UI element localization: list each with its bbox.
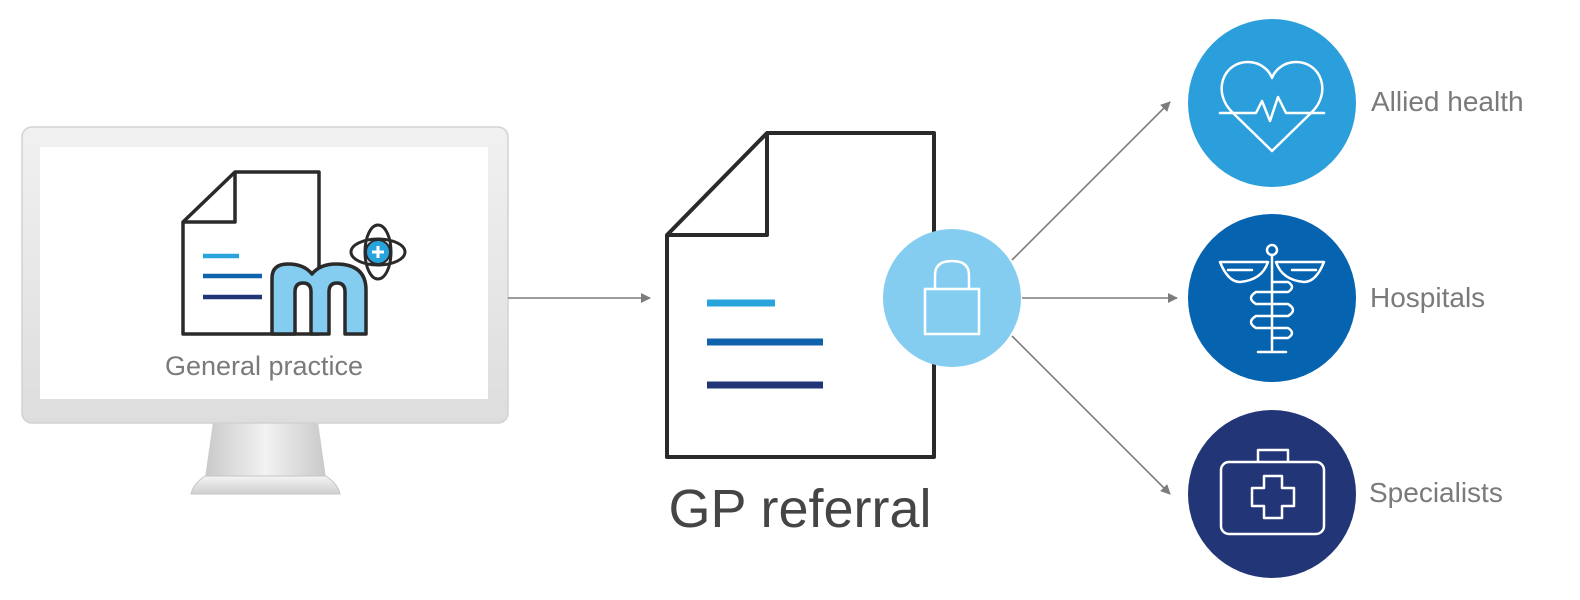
lock-icon — [883, 229, 1021, 367]
specialists-label: Specialists — [1369, 477, 1503, 508]
specialists-circle — [1188, 410, 1356, 578]
allied-health-label: Allied health — [1371, 86, 1524, 117]
arrow-to-allied-health — [1011, 101, 1171, 261]
monitor-base — [190, 475, 341, 495]
monitor-stand — [205, 422, 326, 478]
allied-health-node: Allied health — [1188, 19, 1524, 187]
caduceus-icon — [1218, 243, 1326, 354]
specialists-node: Specialists — [1188, 410, 1503, 578]
source-label: General practice — [165, 351, 363, 381]
heart-pulse-icon — [1218, 60, 1326, 153]
medical-kit-icon — [1219, 448, 1326, 536]
m-logo-icon — [270, 262, 368, 336]
monitor: General practice — [21, 126, 509, 495]
referral-label: GP referral — [668, 479, 931, 539]
allied-health-circle — [1188, 19, 1356, 187]
medical-atom-icon — [349, 223, 407, 281]
hospitals-label: Hospitals — [1370, 282, 1485, 313]
arrow-to-specialists — [1011, 335, 1171, 495]
hospitals-node: Hospitals — [1188, 214, 1485, 382]
